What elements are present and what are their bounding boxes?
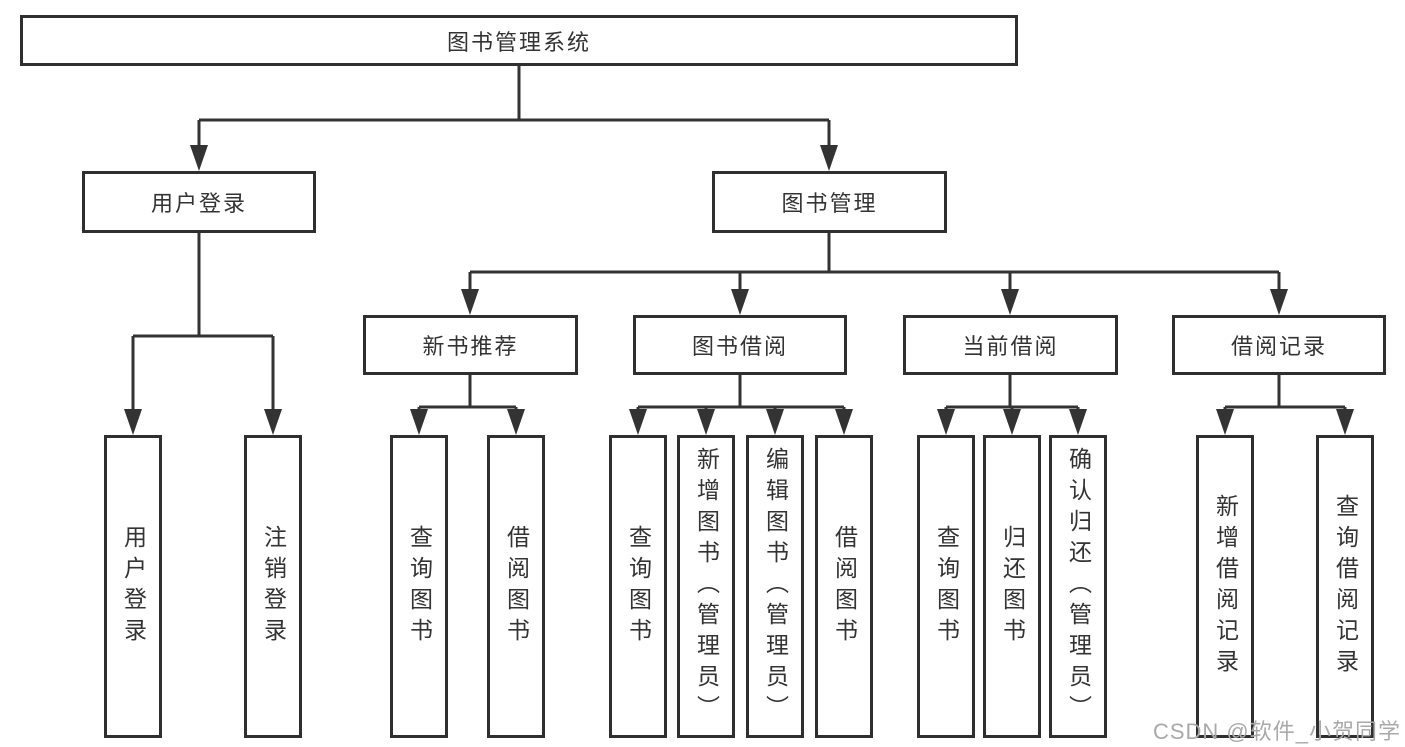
watermark: CSDN @软件_小贺同学 [1152, 719, 1401, 744]
node-user-login: 用户登录 [82, 171, 316, 233]
node-label: 图书管理系统 [446, 29, 591, 55]
leaf-recommend-query-books: 查询图书 [390, 435, 448, 738]
node-label: 新书推荐 [422, 334, 519, 359]
leaf-borrow-add-books-admin: 新增图书（管理员） [677, 435, 735, 738]
leaf-label: 新增图书（管理员） [693, 447, 720, 726]
leaf-logout: 注销登录 [244, 435, 302, 738]
node-label: 借阅记录 [1230, 334, 1327, 359]
leaf-borrow-edit-books-admin: 编辑图书（管理员） [746, 435, 804, 738]
node-borrowing-records: 借阅记录 [1172, 315, 1386, 375]
leaf-label: 新增借阅记录 [1212, 493, 1239, 680]
leaf-current-return-books: 归还图书 [983, 435, 1041, 738]
node-label: 图书借阅 [691, 334, 788, 359]
leaf-label: 查询借阅记录 [1332, 493, 1359, 680]
node-current-borrowing: 当前借阅 [903, 315, 1118, 375]
node-label: 用户登录 [150, 191, 247, 216]
node-book-borrowing: 图书借阅 [633, 315, 847, 375]
leaf-records-query-borrow-record: 查询借阅记录 [1316, 435, 1374, 738]
leaf-borrow-borrow-books: 借阅图书 [815, 435, 873, 738]
leaf-label: 借阅图书 [503, 524, 530, 649]
leaf-label: 编辑图书（管理员） [762, 447, 789, 726]
leaf-label: 确认归还（管理员） [1065, 447, 1092, 726]
leaf-user-login: 用户登录 [104, 435, 162, 738]
leaf-records-add-borrow-record: 新增借阅记录 [1196, 435, 1254, 738]
leaf-label: 借阅图书 [831, 524, 858, 649]
leaf-label: 查询图书 [406, 524, 433, 649]
leaf-recommend-borrow-books: 借阅图书 [487, 435, 545, 738]
node-label: 图书管理 [781, 191, 878, 216]
leaf-current-confirm-return-admin: 确认归还（管理员） [1049, 435, 1107, 738]
leaf-label: 用户登录 [120, 524, 147, 649]
node-label: 当前借阅 [962, 334, 1059, 359]
node-book-management: 图书管理 [712, 171, 947, 233]
leaf-label: 查询图书 [933, 524, 960, 649]
leaf-borrow-query-books: 查询图书 [609, 435, 667, 738]
leaf-current-query-books: 查询图书 [917, 435, 975, 738]
leaf-label: 注销登录 [260, 524, 287, 649]
leaf-label: 归还图书 [999, 524, 1026, 649]
node-new-book-recommendation: 新书推荐 [363, 315, 578, 375]
node-library-management-system: 图书管理系统 [20, 15, 1018, 66]
leaf-label: 查询图书 [625, 524, 652, 649]
